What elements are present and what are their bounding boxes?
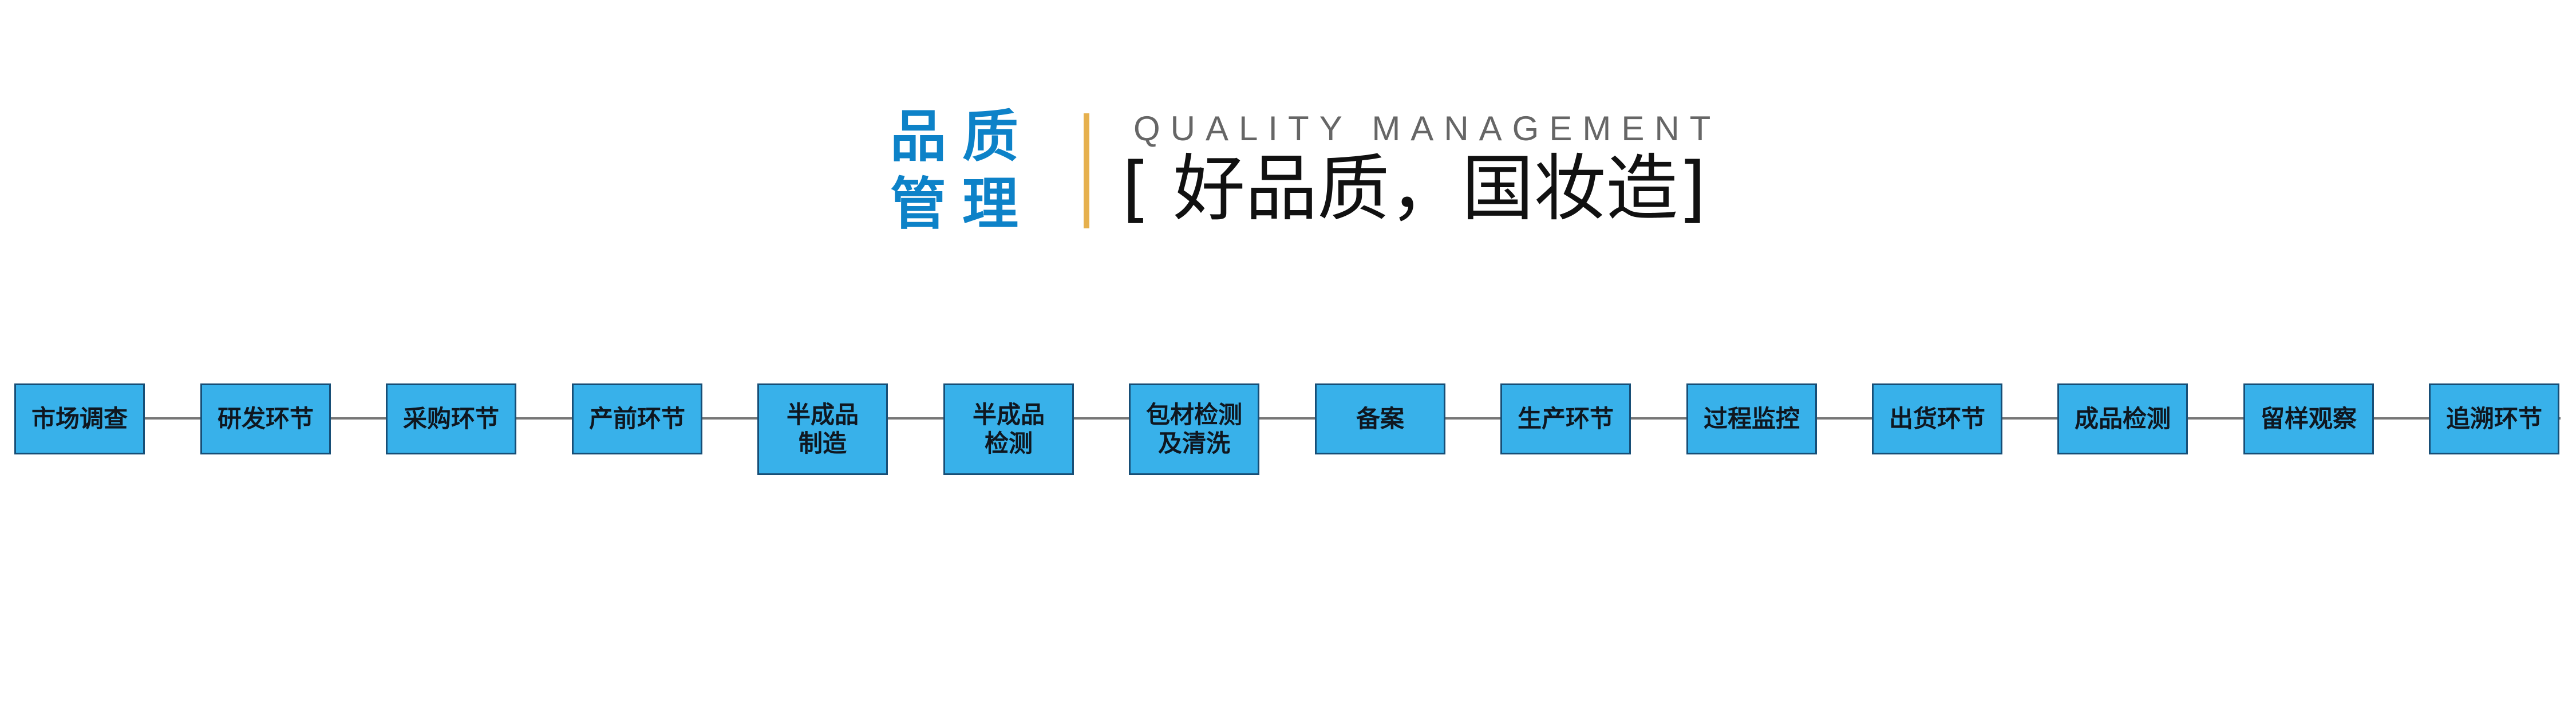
process-step-label: 追溯环节: [2445, 405, 2542, 433]
process-step-semi-finished-inspection: 半成品 检测: [943, 383, 1074, 475]
process-step-label: 过程监控: [1703, 405, 1800, 433]
process-step-market-research: 市场调查: [14, 383, 145, 454]
process-step-production: 生产环节: [1500, 383, 1631, 454]
process-step-packaging-inspection-cleaning: 包材检测 及清洗: [1129, 383, 1259, 475]
process-step-preproduction: 产前环节: [572, 383, 702, 454]
slogan: [ 好品质，国妆造]: [1122, 147, 1706, 231]
process-step-label: 采购环节: [402, 405, 499, 433]
process-step-traceability: 追溯环节: [2429, 383, 2559, 454]
process-step-label: 备案: [1356, 405, 1404, 433]
process-step-label: 出货环节: [1888, 405, 1985, 433]
title-divider: [1084, 113, 1089, 228]
section-title: 品质 管理: [890, 103, 1039, 238]
quality-process-flow: 市场调查 研发环节 采购环节 产前环节 半成品 制造 半成品 检测 包材检测 及…: [0, 343, 2576, 515]
process-step-research-development: 研发环节: [200, 383, 331, 454]
process-step-label: 研发环节: [217, 405, 314, 433]
process-step-label: 包材检测 及清洗: [1145, 401, 1242, 457]
quality-management-header: 品质 管理 QUALITY MANAGEMENT [ 好品质，国妆造]: [0, 0, 2576, 246]
process-step-label: 半成品 检测: [972, 401, 1045, 457]
process-connector-line: [14, 417, 2561, 420]
process-step-label: 留样观察: [2260, 405, 2357, 433]
process-step-label: 市场调查: [31, 405, 128, 433]
process-step-retained-sample-observation: 留样观察: [2243, 383, 2374, 454]
process-step-registration: 备案: [1315, 383, 1445, 454]
process-step-semi-finished-manufacturing: 半成品 制造: [757, 383, 888, 475]
process-step-procurement: 采购环节: [386, 383, 516, 454]
process-step-process-monitoring: 过程监控: [1686, 383, 1817, 454]
english-subtitle: QUALITY MANAGEMENT: [1133, 109, 1721, 148]
section-title-line-1: 品质: [890, 104, 1035, 169]
section-title-line-2: 管理: [890, 171, 1035, 237]
process-step-label: 半成品 制造: [786, 401, 859, 457]
process-step-label: 产前环节: [588, 405, 685, 433]
process-step-shipment: 出货环节: [1872, 383, 2002, 454]
process-step-finished-product-inspection: 成品检测: [2057, 383, 2188, 454]
process-step-label: 成品检测: [2074, 405, 2171, 433]
process-step-label: 生产环节: [1517, 405, 1614, 433]
